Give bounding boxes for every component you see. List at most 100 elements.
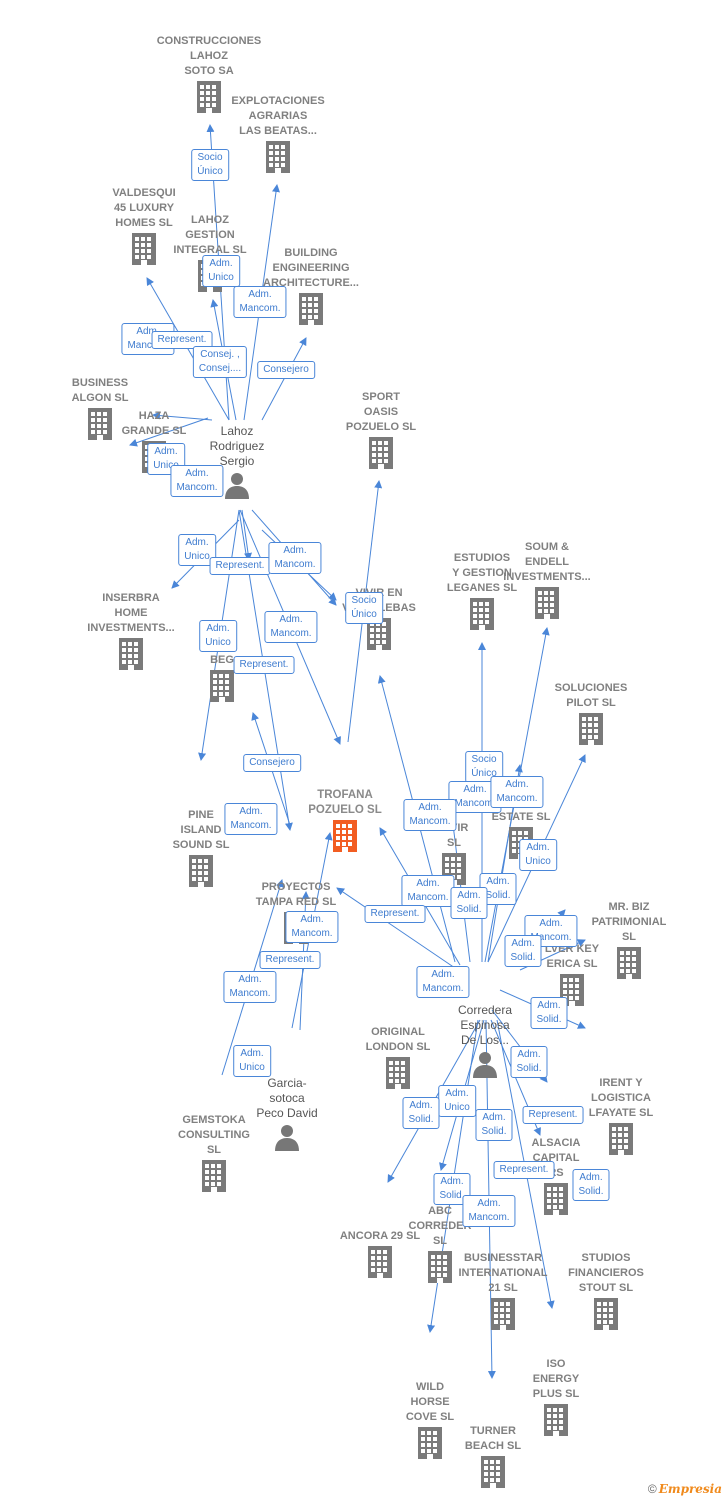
edge-label[interactable]: Represent. [233, 656, 295, 674]
node-wild-horse-cove[interactable]: WILD HORSE COVE SL [370, 1380, 490, 1466]
edge-label[interactable]: Adm. Unico [519, 839, 557, 871]
edge-label[interactable]: Consejero [257, 361, 315, 379]
node-soluciones-pilot[interactable]: SOLUCIONES PILOT SL [531, 681, 651, 752]
edge-label[interactable]: Adm. Mancom. [268, 542, 322, 574]
node-mr-biz-patrimonial[interactable]: MR. BIZ PATRIMONIAL SL [569, 900, 689, 986]
node-gemstoka-consulting[interactable]: GEMSTOKA CONSULTING SL [154, 1113, 274, 1199]
node-label: BUSINESS ALGON SL [71, 377, 129, 404]
node-label: ESTUDIOS Y GESTION LEGANES SL [446, 552, 518, 594]
edge-label[interactable]: Adm. Mancom. [264, 611, 318, 643]
connection-line [146, 277, 230, 421]
edge-label[interactable]: Adm. Solid. [504, 935, 542, 967]
edge-label[interactable]: Adm. Solid. [450, 887, 488, 919]
node-label: WILD HORSE COVE SL [405, 1381, 455, 1423]
person-garcia-sotoca-peco-david[interactable]: Garcia- sotoca Peco David [227, 1076, 347, 1158]
building-icon-main [285, 820, 405, 857]
edge-label[interactable]: Adm. Mancom. [416, 966, 470, 998]
node-ancora-29[interactable]: ANCORA 29 SL [320, 1229, 440, 1285]
node-soum-endell[interactable]: SOUM & ENDELL INVESTMENTS... [487, 540, 607, 626]
connection-line [261, 337, 307, 421]
building-icon [561, 1123, 681, 1160]
person-icon [227, 1123, 347, 1156]
edge-label[interactable]: Adm. Solid. [510, 1046, 548, 1078]
building-icon [154, 1160, 274, 1197]
edge-label[interactable]: Adm. Unico [233, 1045, 271, 1077]
edge-label[interactable]: Adm. Mancom. [223, 971, 277, 1003]
edge-label[interactable]: Adm. Solid. [475, 1109, 513, 1141]
edge-label[interactable]: Represent. [259, 951, 321, 969]
node-label: IRENT Y LOGISTICA LFAYATE SL [588, 1077, 654, 1119]
edge-label[interactable]: Represent. [364, 905, 426, 923]
node-sport-oasis-pozuelo[interactable]: SPORT OASIS POZUELO SL [321, 390, 441, 476]
building-icon [370, 1427, 490, 1464]
node-turner-beach[interactable]: TURNER BEACH SL [433, 1424, 553, 1495]
node-estudios-gestion-leganes[interactable]: ESTUDIOS Y GESTION LEGANES SL [422, 551, 542, 637]
connection-line [129, 417, 209, 447]
edge-label[interactable]: Represent. [493, 1161, 555, 1179]
node-pine-island-sound[interactable]: PINE ISLAND SOUND SL [141, 808, 261, 894]
node-valdesqui-45[interactable]: VALDESQUI 45 LUXURY HOMES SL [84, 186, 204, 272]
node-construcciones-lahoz-soto[interactable]: CONSTRUCCIONES LAHOZ SOTO SA [149, 34, 269, 120]
node-label: STUDIOS FINANCIEROS STOUT SL [568, 1252, 644, 1294]
edge-label[interactable]: Adm. Unico [202, 255, 240, 287]
edge-label[interactable]: Adm. Mancom. [224, 803, 278, 835]
node-label: PROYECTOS TAMPA RED SL [255, 881, 337, 908]
edge-label[interactable]: Adm. Unico [199, 620, 237, 652]
edge-label[interactable]: Socio Único [191, 149, 229, 181]
node-irent-logistica[interactable]: IRENT Y LOGISTICA LFAYATE SL [561, 1076, 681, 1162]
edge-label[interactable]: Consejero [243, 754, 301, 772]
edge-label[interactable]: Represent. [522, 1106, 584, 1124]
node-label: TURNER BEACH SL [464, 1425, 522, 1452]
node-label: BUSINESSTAR INTERNATIONAL 21 SL [458, 1252, 548, 1294]
node-label: ESTATE SL [491, 811, 551, 823]
edge-label[interactable]: Adm. Unico [178, 534, 216, 566]
node-businesstar-international[interactable]: BUSINESSTAR INTERNATIONAL 21 SL [443, 1251, 563, 1337]
connection-line [336, 887, 456, 969]
connection-line [152, 411, 213, 421]
node-label: GEMSTOKA CONSULTING SL [178, 1114, 250, 1156]
edge-label[interactable]: Adm. Mancom. [401, 875, 455, 907]
building-icon [141, 855, 261, 892]
node-label: LVER KEY ERICA SL [544, 943, 600, 970]
person-icon [177, 471, 297, 504]
edge-label[interactable]: Adm. Solid. [530, 997, 568, 1029]
edge-label[interactable]: Adm. Unico [438, 1085, 476, 1117]
edge-label[interactable]: Adm. Mancom. [285, 911, 339, 943]
edge-label[interactable]: Represent. [151, 331, 213, 349]
node-label: VALDESQUI 45 LUXURY HOMES SL [112, 187, 176, 229]
edge-label[interactable]: Adm. Solid. [572, 1169, 610, 1201]
building-icon [496, 1404, 616, 1441]
edge-label[interactable]: Consej. , Consej.... [192, 346, 248, 378]
edge-label[interactable]: Adm. Mancom. [170, 465, 224, 497]
edge-label[interactable]: Adm. Mancom. [233, 286, 287, 318]
node-business-algon[interactable]: BUSINESS ALGON SL [40, 376, 160, 447]
building-icon [321, 437, 441, 474]
node-label: INSERBRA HOME INVESTMENTS... [87, 592, 175, 634]
footer-brand[interactable]: ©Empresia [648, 1482, 722, 1496]
edge-label[interactable]: Adm. Solid. [402, 1097, 440, 1129]
node-original-london[interactable]: ORIGINAL LONDON SL [338, 1025, 458, 1096]
node-explotaciones-agrarias[interactable]: EXPLOTACIONES AGRARIAS LAS BEATAS... [218, 94, 338, 180]
edge-label[interactable]: Socio Único [345, 592, 383, 624]
person-icon [425, 1050, 545, 1083]
edge-label[interactable]: Adm. Mancom. [462, 1195, 516, 1227]
node-trofana-pozuelo[interactable]: TROFANA POZUELO SL [285, 788, 405, 859]
node-silver-key-america[interactable]: LVER KEY ERICA SL [512, 942, 632, 1013]
node-label: ORIGINAL LONDON SL [365, 1026, 431, 1053]
node-label: LAHOZ GESTION INTEGRAL SL [173, 214, 247, 256]
node-label: Lahoz Rodriguez Sergio [209, 424, 265, 468]
node-studios-financieros-stout[interactable]: STUDIOS FINANCIEROS STOUT SL [546, 1251, 666, 1337]
node-label: SPORT OASIS POZUELO SL [345, 391, 417, 433]
edge-label[interactable]: Represent. [209, 557, 271, 575]
node-abc-correder[interactable]: ABC CORREDER SL [380, 1204, 500, 1290]
edge-label[interactable]: Adm. Mancom. [490, 776, 544, 808]
person-lahoz-rodriguez-sergio[interactable]: Lahoz Rodriguez Sergio [177, 424, 297, 506]
node-iso-energy-plus[interactable]: ISO ENERGY PLUS SL [496, 1357, 616, 1443]
node-label: CONSTRUCCIONES LAHOZ SOTO SA [156, 35, 262, 77]
building-icon [71, 638, 191, 675]
node-inserbra-home[interactable]: INSERBRA HOME INVESTMENTS... [71, 591, 191, 677]
edge-label[interactable]: Adm. Mancom. [403, 799, 457, 831]
person-corredera-espinosa[interactable]: Corredera Espinosa De Los... [425, 1003, 545, 1085]
node-label: HAZA GRANDE SL [121, 410, 187, 437]
node-building-engineering[interactable]: BUILDING ENGINEERING ARCHITECTURE... [251, 246, 371, 332]
